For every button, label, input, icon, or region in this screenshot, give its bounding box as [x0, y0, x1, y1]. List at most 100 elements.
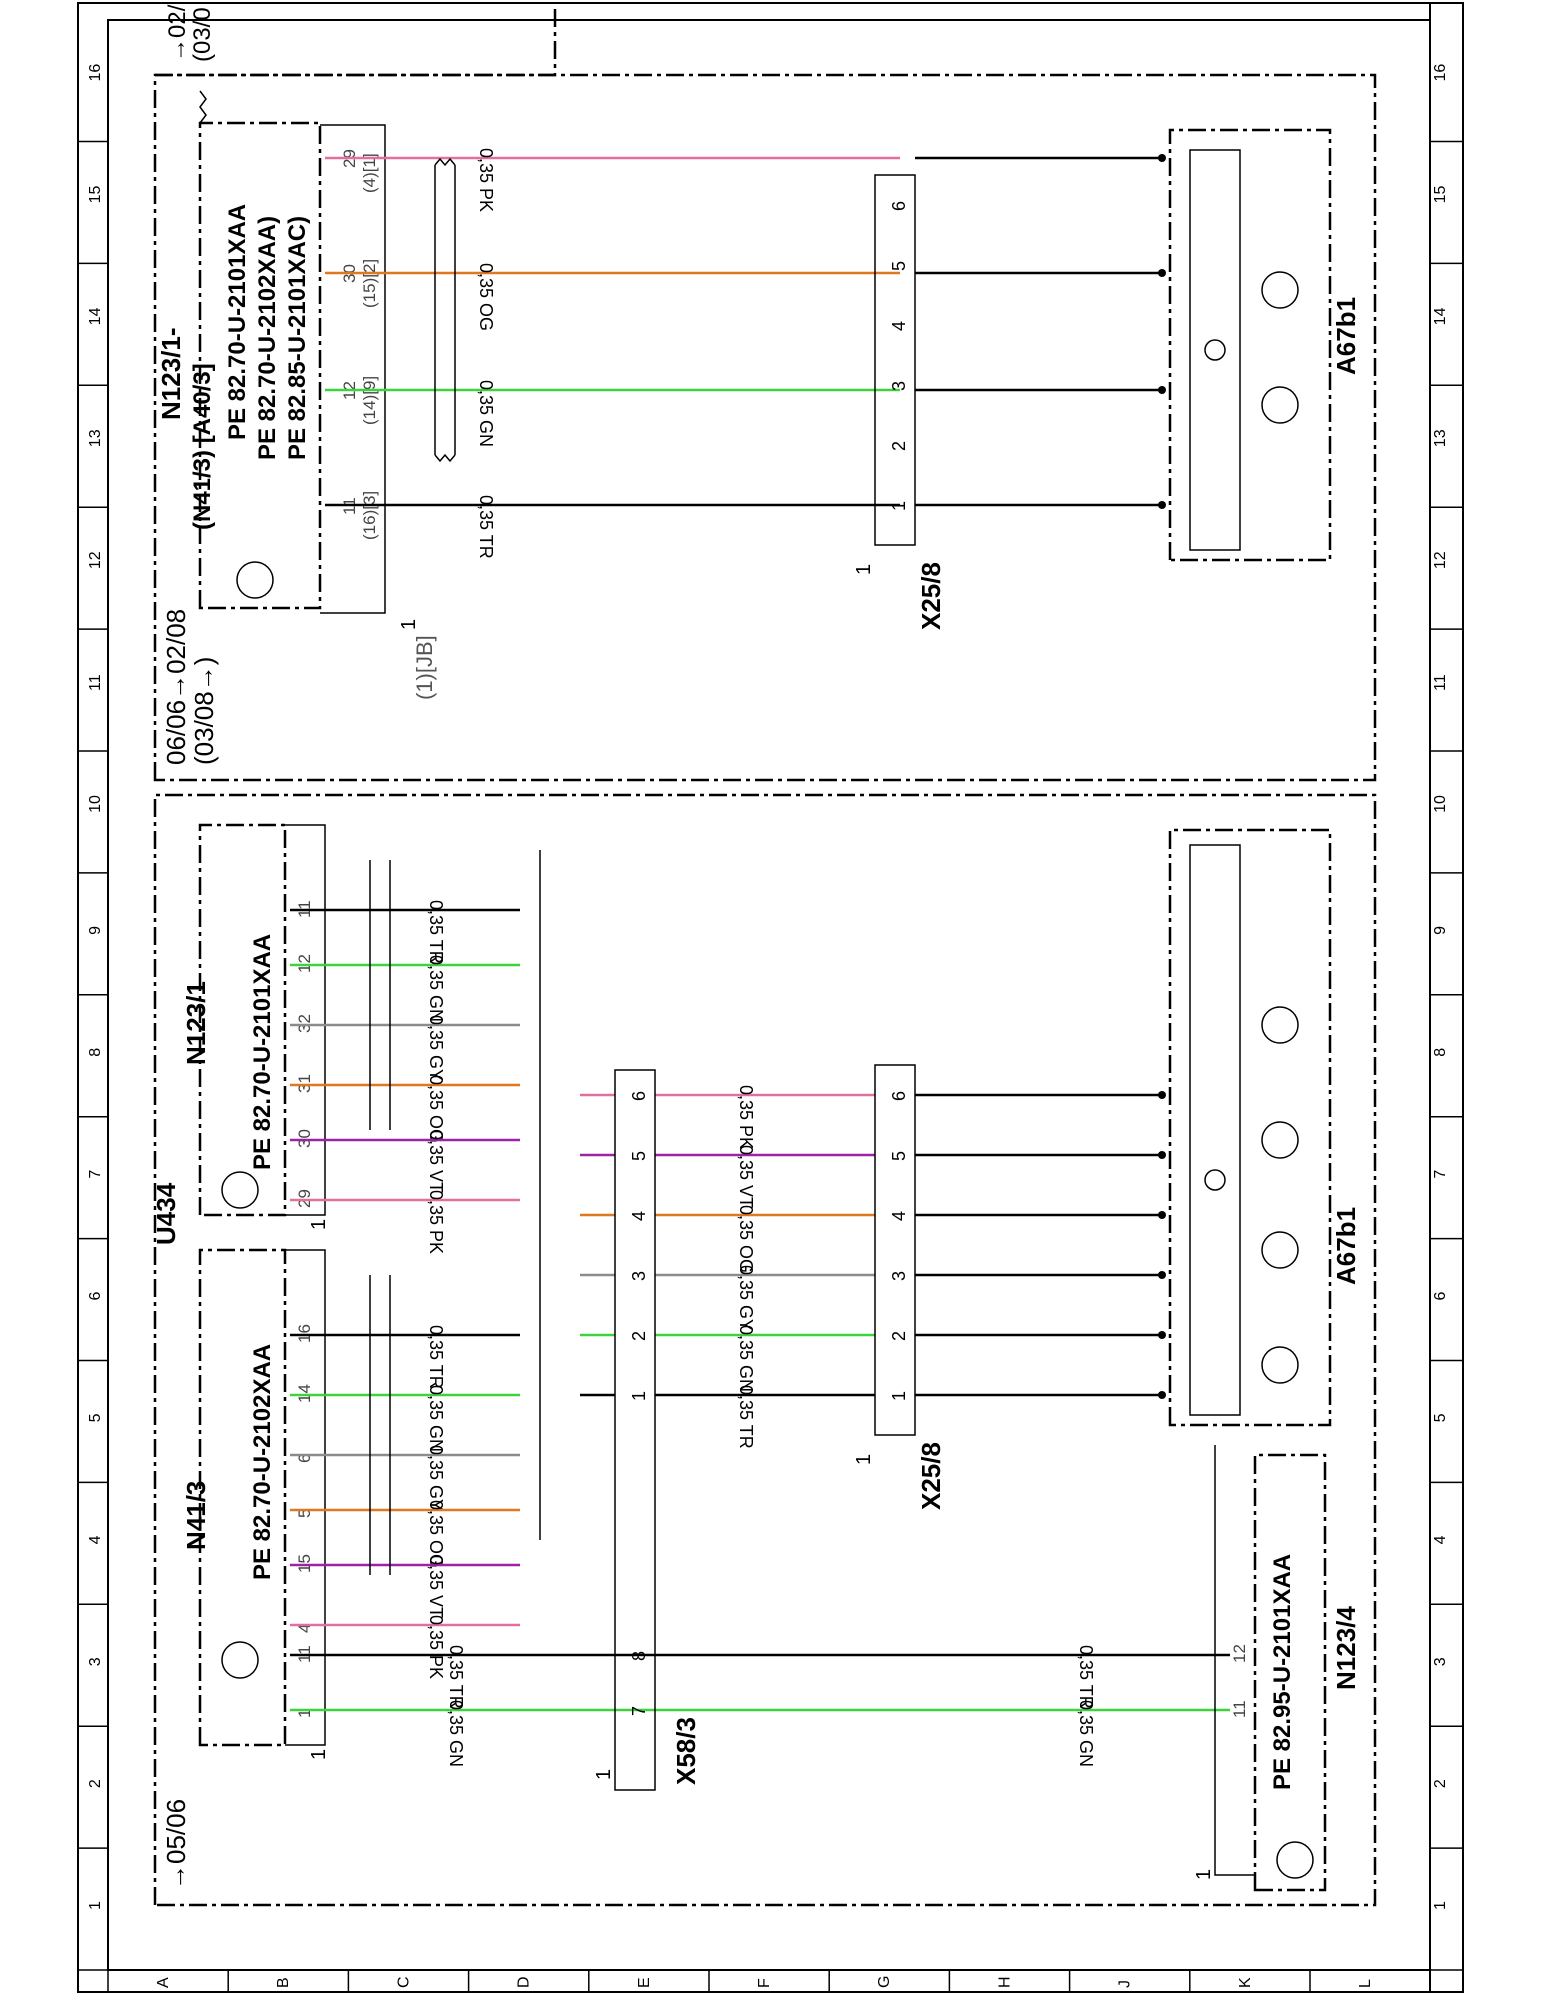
- grid-col-label: 6: [1432, 1292, 1449, 1301]
- transistor-icon: [236, 561, 274, 599]
- wire-label: 0,35 TR: [426, 900, 446, 964]
- n123-1-lower-box: [198, 823, 287, 1217]
- x25-8-lower-ref-one: 1: [853, 1454, 875, 1465]
- pin-number: 1: [295, 1709, 314, 1718]
- wire-label: 0,35 GN: [476, 380, 496, 447]
- grid-col-label: 10: [87, 795, 104, 813]
- wire-label: 0,35 GN: [426, 1385, 446, 1452]
- grid-col-label: 2: [1432, 1779, 1449, 1788]
- wire-label: 0,35 GN: [426, 955, 446, 1022]
- n41-3-title: N41/3: [181, 1481, 211, 1550]
- wire-label: 0,35 OG: [476, 263, 496, 331]
- grid-row-label: E: [636, 1977, 653, 1988]
- upper-period-label-2: (03/08→): [189, 657, 219, 765]
- transistor-icon: [1276, 1841, 1314, 1879]
- wire-label: 0,35 TR: [1076, 1645, 1096, 1709]
- pin-alt-number: (16)[3]: [360, 491, 379, 540]
- transistor-icon: [221, 1641, 259, 1679]
- ultrasonic-sensor-icon: [1261, 1121, 1299, 1159]
- grid-col-label: 5: [87, 1413, 104, 1422]
- pin-number: 31: [295, 1074, 314, 1093]
- a67b1-top-label: A67b1: [1331, 297, 1361, 375]
- n123-1-top-subtitle: (N41/3) [A40/3]: [189, 363, 216, 530]
- n123-1-lower-ref-one: 1: [308, 1219, 330, 1230]
- a67b1-lower-label: A67b1: [1331, 1207, 1361, 1285]
- wire-label: 0,35 TR: [446, 1645, 466, 1709]
- u434-label: U434: [151, 1182, 181, 1245]
- grid-col-label: 13: [1432, 429, 1449, 447]
- wire-label: 0,35 GY: [426, 1445, 446, 1511]
- n123-1-top-ground-ref: (1)[JB]: [412, 635, 437, 700]
- x25-8-top-pin-number: 3: [889, 381, 909, 391]
- grid-col-label: 3: [87, 1657, 104, 1666]
- outer-frame: [77, 2, 1464, 1993]
- ultrasonic-sensor-icon: [1261, 271, 1299, 309]
- grid-row-label: L: [1357, 1979, 1374, 1988]
- n41-3-ref-one: 1: [308, 1749, 330, 1760]
- ultrasonic-sensor-icon: [1261, 1346, 1299, 1384]
- x58-3-pin-number: 4: [629, 1211, 649, 1221]
- wire-label: 0,35 GN: [1076, 1700, 1096, 1767]
- top-box-text-2: (03/0: [189, 7, 216, 62]
- wire-label: 0,35 OG: [426, 1500, 446, 1568]
- grid-col-label: 11: [87, 674, 104, 691]
- a67b1-top-box: [1168, 128, 1332, 562]
- pin-alt-number: (15)[2]: [360, 259, 379, 308]
- pin-number: 15: [295, 1554, 314, 1573]
- x25-8-lower-pin-number: 5: [889, 1151, 909, 1161]
- grid-col-label: 5: [1432, 1413, 1449, 1422]
- n123-1-top-pe-3: PE 82.85-U-2101XAC): [284, 216, 311, 460]
- grid-col-label: 14: [87, 307, 104, 325]
- wire-label: 0,35 OG: [426, 1075, 446, 1143]
- pin-number: 4: [295, 1624, 314, 1633]
- n123-4-box: [1253, 1453, 1327, 1892]
- x25-8-lower-pin-number: 3: [889, 1271, 909, 1281]
- grid-col-label: 9: [1432, 926, 1449, 935]
- ultrasonic-sensor-icon: [1261, 1231, 1299, 1269]
- x25-8-lower-box: [874, 1064, 916, 1436]
- x58-3-pin-number: 1: [629, 1391, 649, 1401]
- x25-8-top-pin-number: 2: [889, 441, 909, 451]
- pin-alt-number: (4)[1]: [360, 153, 379, 193]
- x25-8-top-pin-number: 5: [889, 261, 909, 271]
- x25-8-top-label: X25/8: [916, 562, 946, 630]
- wire-label: 0,35 TR: [736, 1385, 756, 1449]
- x58-3-pin-number: 6: [629, 1091, 649, 1101]
- grid-row-label: G: [876, 1976, 893, 1988]
- grid-row-label: J: [1117, 1980, 1134, 1988]
- x58-3-pin-number: 7: [629, 1706, 649, 1716]
- wire-label: 0,35 TR: [426, 1325, 446, 1389]
- grid-row-label: B: [275, 1977, 292, 1988]
- grid-col-label: 9: [87, 926, 104, 935]
- x58-3-pin-number: 2: [629, 1331, 649, 1341]
- pin-number: 30: [295, 1129, 314, 1148]
- n41-3-box: [198, 1248, 287, 1747]
- x58-3-pin-number: 5: [629, 1151, 649, 1161]
- n123-1-top-box: [198, 121, 322, 610]
- wire-label: 0,35 GY: [736, 1265, 756, 1331]
- grid-col-label: 15: [87, 186, 104, 204]
- wire-label: 0,35 TR: [476, 495, 496, 559]
- grid-row-label: K: [1237, 1977, 1254, 1988]
- n123-1-top-pe-2: PE 82.70-U-2102XAA): [254, 216, 281, 460]
- n123-1-top-title: N123/1-: [156, 328, 186, 421]
- upper-section-box: [153, 73, 1377, 782]
- grid-row-label: D: [516, 1976, 533, 1988]
- x25-8-top-pin-number: 4: [889, 321, 909, 331]
- wire-label: 0,35 GY: [426, 1015, 446, 1081]
- x25-8-lower-pin-number: 6: [889, 1091, 909, 1101]
- x25-8-top-box: [874, 174, 916, 546]
- x58-3-pin-number: 8: [629, 1651, 649, 1661]
- grid-col-label: 4: [1432, 1535, 1449, 1544]
- grid-col-label: 2: [87, 1779, 104, 1788]
- wire-label: 0,35 GN: [446, 1700, 466, 1767]
- wire-label: 0,35 PK: [426, 1615, 446, 1679]
- grid-col-label: 1: [87, 1901, 104, 1910]
- pin-number: 5: [295, 1509, 314, 1518]
- n41-3-pe: PE 82.70-U-2102XAA: [249, 1344, 276, 1580]
- grid-col-label: 1: [1432, 1901, 1449, 1910]
- x25-8-lower-label: X25/8: [916, 1442, 946, 1510]
